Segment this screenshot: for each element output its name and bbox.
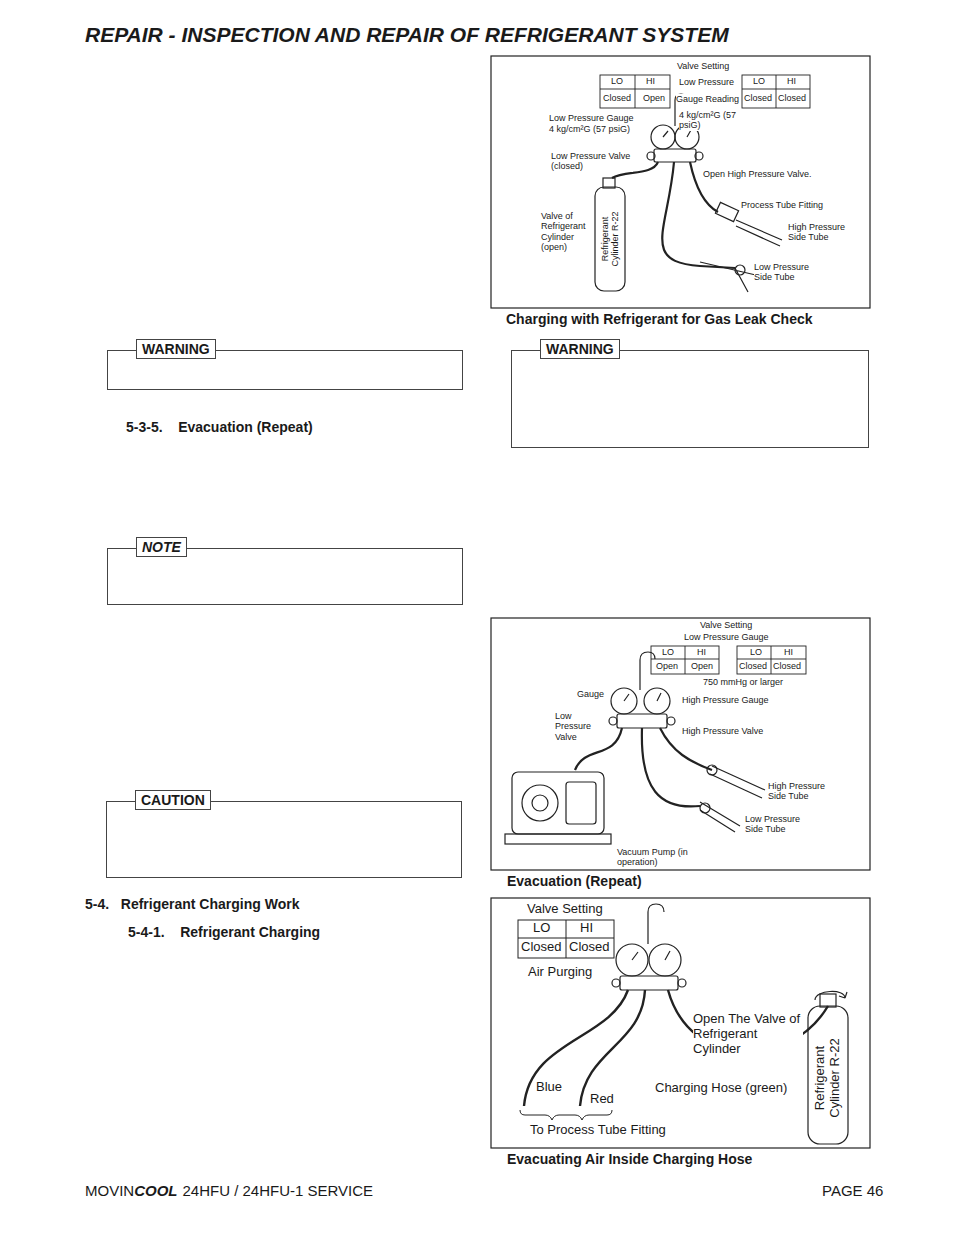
figure-frame — [491, 56, 870, 308]
figure-label: Open — [656, 661, 678, 671]
footer-text: COOL — [134, 1182, 177, 1199]
figure-label: Valve Setting — [677, 61, 729, 71]
figure-label: Open — [691, 661, 713, 671]
figure-label: 4 kg/cm²G (57 psiG) — [679, 110, 741, 131]
figure-label: Closed — [739, 661, 767, 671]
footer-text: MOVIN — [85, 1182, 134, 1199]
section-heading: 5-3-5. Evacuation (Repeat) — [126, 419, 313, 435]
note-box: NOTE — [107, 548, 463, 605]
vacuum-pump — [505, 772, 611, 844]
section-heading: 5-4-1. Refrigerant Charging — [128, 924, 320, 940]
figure-label: LO — [662, 647, 674, 657]
figure-label: HI — [580, 921, 593, 936]
notice-heading: NOTE — [136, 537, 187, 557]
figure-label: High Pressure Gauge — [682, 695, 769, 705]
figure-frame — [491, 618, 870, 870]
figure-label: Air Purging — [528, 965, 592, 980]
figure-label: Low Pressure Side Tube — [754, 262, 819, 283]
figure-label: Process Tube Fitting — [741, 200, 823, 210]
page-title: REPAIR - INSPECTION AND REPAIR OF REFRIG… — [85, 23, 729, 47]
figure-label: 750 mmHg or larger — [703, 677, 783, 687]
page-footer: MOVINCOOL 24HFU / 24HFU-1 SERVICE — [85, 1182, 373, 1199]
figure-label: Charging Hose (green) — [655, 1081, 787, 1096]
figure-label: Open The Valve of Refrigerant Cylinder — [693, 1012, 803, 1057]
figure-label: Low Pressure — [679, 77, 734, 87]
figure-label: Valve Setting — [527, 902, 603, 917]
figure-label: HI — [646, 76, 655, 86]
figure-label: Closed — [773, 661, 801, 671]
charging-hose — [524, 990, 828, 1106]
figure-label: Low Pressure Gauge — [549, 113, 634, 123]
figure-label: Low Pressure Valve (closed) — [551, 151, 633, 172]
warning-box: WARNING — [107, 350, 463, 390]
section-heading: 5-4. Refrigerant Charging Work — [85, 896, 299, 912]
figure-label: 4 kg/cm²G (57 psiG) — [549, 124, 630, 134]
figure-label: Vacuum Pump (in operation) — [617, 847, 697, 868]
figure-label: Closed — [521, 940, 561, 955]
figure-label: Blue — [536, 1080, 562, 1095]
refrigerant-cylinder — [595, 178, 625, 291]
figure-frame — [491, 898, 870, 1148]
figure-label: Low Pressure Side Tube — [745, 814, 815, 835]
figure-label: Closed — [569, 940, 609, 955]
figure-label: Valve of Refrigerant Cylinder (open) — [541, 211, 593, 252]
footer-text: PAGE 46 — [822, 1182, 883, 1199]
figure-caption: Evacuation (Repeat) — [507, 873, 642, 889]
valve-table — [600, 75, 810, 108]
figure-label: Low Pressure Valve — [555, 711, 605, 742]
figure-label: Closed — [744, 93, 772, 103]
notice-heading: WARNING — [136, 339, 216, 359]
figure-label: To Process Tube Fitting — [530, 1123, 666, 1138]
figure-caption: Charging with Refrigerant for Gas Leak C… — [506, 311, 813, 327]
figure-label: LO — [753, 76, 765, 86]
footer-text: 24HFU / 24HFU-1 SERVICE — [183, 1182, 374, 1199]
figure-label: LO — [611, 76, 623, 86]
manifold-gauge — [612, 904, 686, 990]
figure-label: Red — [590, 1092, 614, 1107]
figure-label: Valve Setting — [700, 620, 752, 630]
valve-table — [518, 920, 614, 958]
figure-label: Gauge — [577, 689, 604, 699]
notice-heading: CAUTION — [135, 790, 211, 810]
caution-box: CAUTION — [106, 801, 462, 878]
valve-table — [651, 646, 806, 674]
figure-label: Refrigerant Cylinder R-22 — [813, 1036, 843, 1120]
figure-label: Open High Pressure Valve. — [703, 169, 811, 179]
figure-label: Closed — [603, 93, 631, 103]
figure-label: HI — [697, 647, 706, 657]
figure-label: Gauge Reading — [676, 94, 739, 104]
figure-label: High Pressure Valve — [682, 726, 763, 736]
figure-label: LO — [750, 647, 762, 657]
refrigerant-cylinder — [808, 991, 848, 1144]
figure-caption: Evacuating Air Inside Charging Hose — [507, 1151, 752, 1167]
figure-label: Refrigerant Cylinder R-22 — [600, 208, 621, 270]
figure-label: Open — [643, 93, 665, 103]
figure-label: Closed — [778, 93, 806, 103]
figure-label: LO — [533, 921, 550, 936]
notice-heading: WARNING — [540, 339, 620, 359]
figure-label: Low Pressure Gauge — [684, 632, 769, 642]
warning-box: WARNING — [511, 350, 869, 448]
figure-label: High Pressure Side Tube — [788, 222, 850, 243]
figure-label: HI — [787, 76, 796, 86]
figure-label: HI — [784, 647, 793, 657]
bracket — [520, 1110, 612, 1120]
figure-label: High Pressure Side Tube — [768, 781, 838, 802]
